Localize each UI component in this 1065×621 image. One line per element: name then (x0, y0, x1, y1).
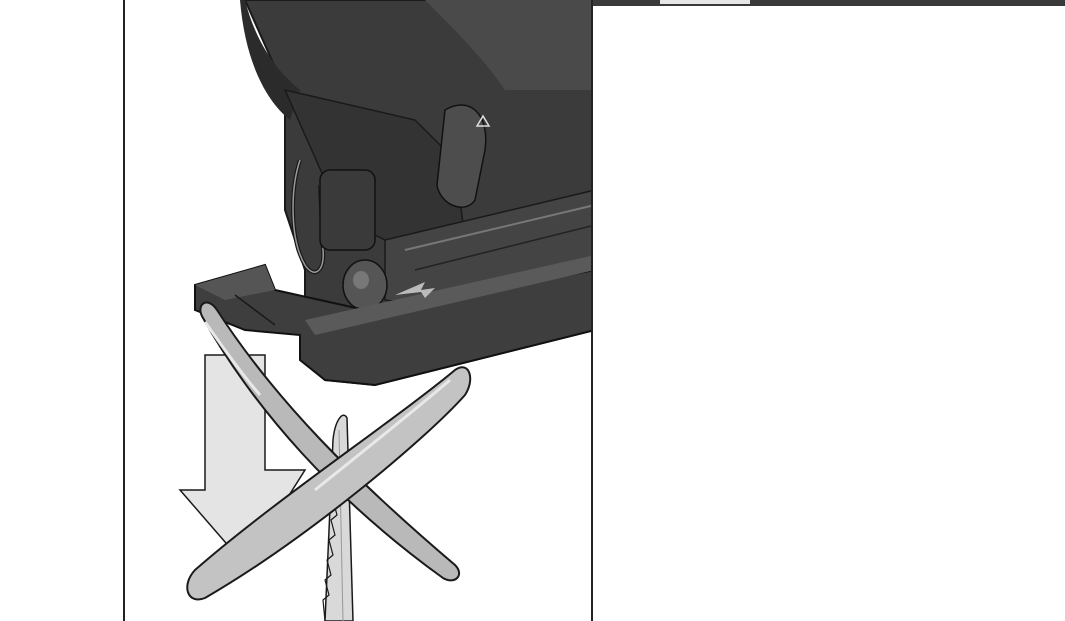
strip-detail-right (660, 0, 750, 4)
top-strip-right (593, 0, 1065, 6)
illustration-panel (123, 0, 593, 621)
cross-out-icon (186, 301, 472, 601)
jigsaw-icon (194, 0, 591, 387)
illustration-svg (178, 0, 591, 621)
